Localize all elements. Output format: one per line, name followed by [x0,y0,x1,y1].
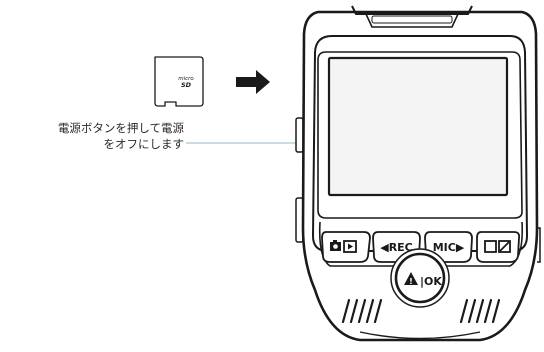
top-vent-inner [365,13,459,28]
warning-triangle-icon: ! [404,272,418,286]
ok-button-label: |OK [420,275,442,288]
microsd-logo-bottom: SD [181,81,192,89]
dash-camera: ◀REC MIC▶ ! |OK [295,5,541,342]
camera-playback-icon [330,240,357,253]
screen-button[interactable] [476,231,521,263]
vent-slots-right [459,298,501,324]
mode-button[interactable] [321,231,371,263]
svg-text:!: ! [409,277,413,286]
side-connector-right [537,227,541,263]
instruction-line-2: をオフにします [103,137,185,151]
top-vent [351,5,473,15]
power-button[interactable] [295,117,304,153]
microsd-logo-top: micro [178,76,194,82]
arrow-right-icon [236,70,270,94]
bottom-lip [359,331,481,340]
power-off-instruction: 電源ボタンを押して電源 をオフにします [58,120,184,152]
instruction-line-1: 電源ボタンを押して電源 [57,121,184,135]
microsd-card: micro SD [154,56,204,107]
mic-button[interactable]: MIC▶ [424,231,473,263]
top-lens-slot [371,15,453,24]
vent-slots-left [341,298,383,324]
mic-button-label: MIC▶ [433,241,465,254]
rec-button-label: ◀REC [380,241,413,254]
ok-button[interactable]: ! |OK [390,248,450,308]
screen-toggle-icon [484,240,511,253]
lcd-screen [327,56,509,197]
